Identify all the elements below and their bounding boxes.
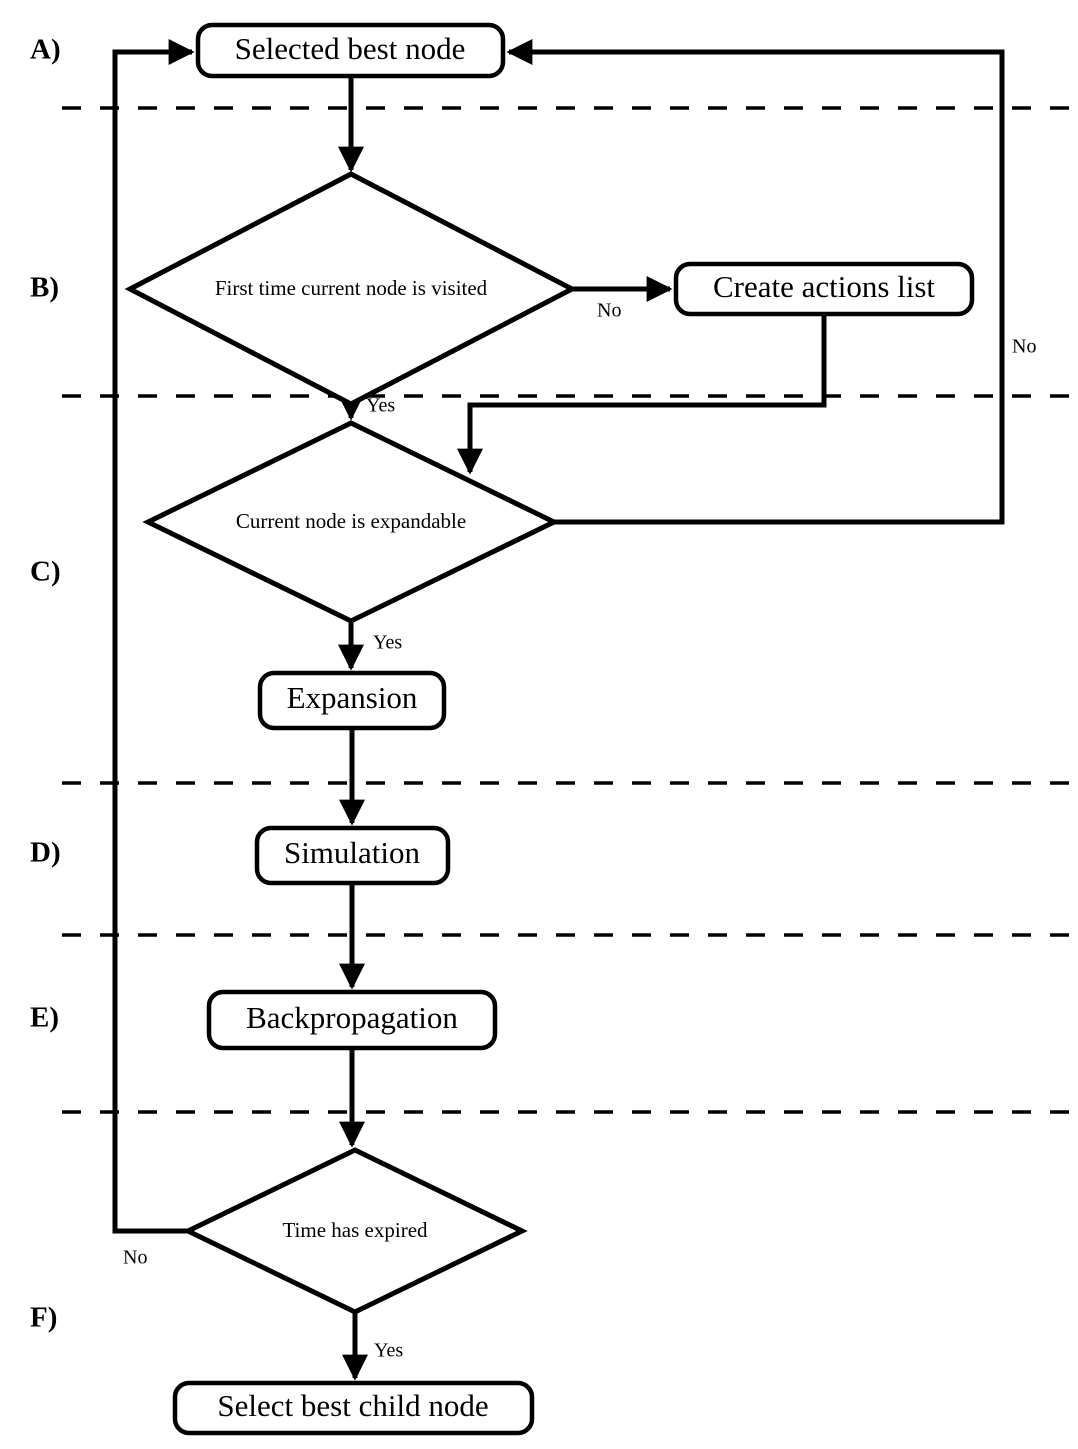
connectors — [112, 39, 1005, 1381]
node-shape — [673, 261, 975, 317]
node-backpropagation-label: Backpropagation — [246, 1000, 458, 1035]
stage-label-b: B) — [30, 272, 59, 304]
edge-label-no-time-expired: No — [123, 1247, 147, 1269]
decision-first-time-visited[interactable]: First time current node is visited — [124, 171, 578, 407]
node-expansion-label: Expansion — [287, 680, 418, 715]
edge-label-yes-time-expired: Yes — [374, 1340, 403, 1362]
edge-label-yes-first-time: Yes — [366, 395, 395, 417]
node-shape — [206, 989, 498, 1051]
node-shape — [172, 1380, 535, 1436]
decision-time-expired-label: Time has expired — [282, 1218, 428, 1242]
conn-create-to-expandable — [457, 314, 827, 475]
node-expansion[interactable]: Expansion — [257, 670, 447, 731]
stage-label-a: A) — [30, 34, 61, 66]
node-simulation-label: Simulation — [284, 835, 421, 870]
edge-label-yes-expandable: Yes — [373, 632, 402, 654]
conn-expandable-no-to-top — [506, 39, 1005, 525]
node-shape — [195, 22, 506, 79]
node-create-actions-list[interactable]: Create actions list — [673, 261, 975, 317]
section-dividers — [62, 106, 1078, 1114]
conn-feedback-left-to-top — [112, 39, 195, 1234]
node-backpropagation[interactable]: Backpropagation — [206, 989, 498, 1051]
node-select-best-child-node[interactable]: Select best child node — [172, 1380, 535, 1436]
stage-label-d: D) — [30, 837, 61, 869]
edge-labels: No Yes Yes No No Yes — [123, 300, 1036, 1362]
node-selected-best-node[interactable]: Selected best node — [195, 22, 506, 79]
stage-label-e: E) — [30, 1002, 59, 1034]
decision-node-expandable-label: Current node is expandable — [236, 509, 466, 533]
node-shape — [254, 825, 451, 886]
process-nodes: Selected best node Create actions list E… — [172, 22, 975, 1436]
stage-label-f: F) — [30, 1302, 57, 1334]
node-shape — [257, 670, 447, 731]
diamond-shape — [182, 1147, 528, 1315]
diamond-shape — [124, 171, 578, 407]
decision-node-expandable[interactable]: Current node is expandable — [142, 420, 560, 624]
stage-labels: A) B) C) D) E) F) — [30, 34, 61, 1334]
diamond-shape — [142, 420, 560, 624]
stage-label-c: C) — [30, 556, 61, 588]
node-simulation[interactable]: Simulation — [254, 825, 451, 886]
node-selected-best-node-label: Selected best node — [235, 31, 466, 66]
edge-label-no-expandable: No — [1012, 336, 1036, 358]
node-select-best-child-node-label: Select best child node — [217, 1388, 488, 1423]
decision-nodes: First time current node is visited Curre… — [124, 171, 578, 1315]
decision-first-time-visited-label: First time current node is visited — [215, 276, 488, 300]
decision-time-expired[interactable]: Time has expired — [182, 1147, 528, 1315]
edge-label-no-first-time: No — [597, 300, 621, 322]
node-create-actions-list-label: Create actions list — [713, 269, 935, 304]
